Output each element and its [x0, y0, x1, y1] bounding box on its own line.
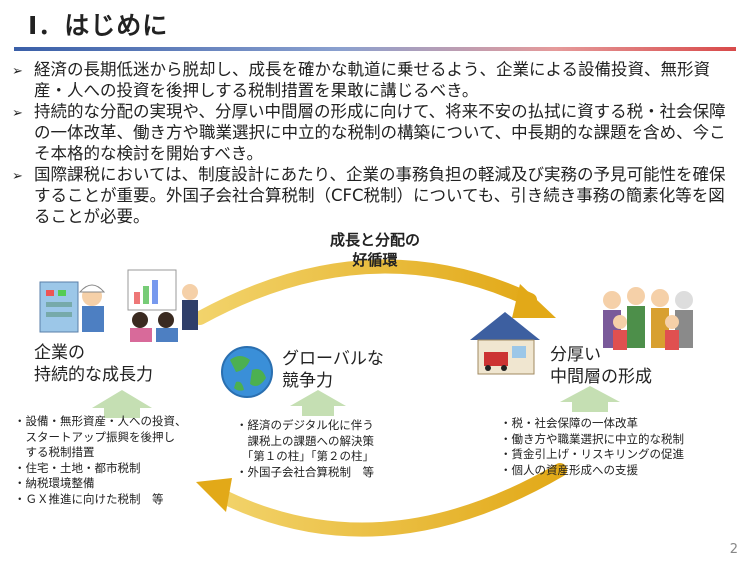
bullet-list: ➢ 経済の長期低迷から脱却し、成長を確かな軌道に乗せるよう、企業による設備投資、…: [12, 59, 740, 227]
right-up-arrow: [560, 386, 620, 412]
list-item: ・外国子会社合算税制 等: [236, 464, 374, 479]
title-rule: [14, 47, 736, 51]
arrow-bullet-icon: ➢: [12, 169, 23, 184]
list-item: ・個人の資産形成への支援: [500, 462, 638, 477]
bottom-arrow-head: [196, 478, 232, 512]
list-item: スタートアップ振興を後押し: [14, 429, 175, 444]
label-line: 持続的な成長力: [34, 365, 153, 385]
top-arrow-head: [512, 284, 556, 318]
meeting-illustration: [127, 269, 198, 342]
label-line: 競争力: [282, 371, 333, 391]
arrow-bullet-icon: ➢: [12, 64, 23, 79]
bottom-cycle-arrow: [213, 463, 567, 537]
label-line: 中間層の形成: [550, 367, 652, 387]
factory-workers-illustration: [39, 281, 106, 333]
center-node-label: グローバルな 競争力: [282, 348, 384, 392]
page-title: Ⅰ．はじめに: [28, 11, 169, 40]
label-line: グローバルな: [282, 349, 384, 369]
arrow-bullet-icon: ➢: [12, 106, 23, 121]
label-line: 分厚い: [550, 345, 601, 365]
house-illustration: [470, 312, 540, 375]
cycle-title-line: 成長と分配の: [329, 231, 420, 249]
list-item: ・納税環境整備: [14, 476, 95, 490]
list-item: する税制措置: [14, 445, 95, 459]
family-illustration: [603, 287, 693, 350]
center-up-arrow: [290, 390, 346, 416]
list-item: ・住宅・土地・都市税制: [14, 460, 141, 475]
bullet-item: ➢ 持続的な分配の実現や、分厚い中間層の形成に向けて、将来不安の払拭に資する税・…: [12, 101, 740, 164]
bullet-item: ➢ 経済の長期低迷から脱却し、成長を確かな軌道に乗せるよう、企業による設備投資、…: [12, 59, 740, 101]
globe-illustration: [221, 346, 273, 398]
left-node-label: 企業の 持続的な成長力: [34, 342, 153, 386]
cycle-title-line: 好循環: [352, 251, 398, 269]
label-line: 企業の: [34, 343, 85, 363]
list-item: 「第１の柱」「第２の柱」: [236, 449, 374, 463]
top-cycle-arrow: [193, 259, 537, 325]
bullet-text: 国際課税においては、制度設計にあたり、企業の事務負担の軽減及び実務の予見可能性を…: [34, 165, 726, 226]
list-item: ・税・社会保障の一体改革: [500, 416, 638, 430]
list-item: ・設備・無形資産・人への投資、: [14, 414, 187, 428]
left-up-arrow: [92, 390, 152, 418]
right-measure-list: ・税・社会保障の一体改革 ・働き方や職業選択に中立的な税制 ・賃金引上げ・リスキ…: [500, 416, 684, 478]
list-item: ・賃金引上げ・リスキリングの促進: [500, 447, 684, 461]
bullet-text: 持続的な分配の実現や、分厚い中間層の形成に向けて、将来不安の払拭に資する税・社会…: [34, 102, 726, 163]
list-item: ・働き方や職業選択に中立的な税制: [500, 431, 684, 446]
left-measure-list: ・設備・無形資産・人への投資、 スタートアップ振興を後押し する税制措置 ・住宅…: [14, 414, 187, 507]
bullet-text: 経済の長期低迷から脱却し、成長を確かな軌道に乗せるよう、企業による設備投資、無形…: [34, 60, 711, 100]
center-measure-list: ・経済のデジタル化に伴う 課税上の課題への解決策 「第１の柱」「第２の柱」 ・外…: [236, 418, 374, 480]
list-item: ・ＧＸ推進に向けた税制 等: [14, 491, 164, 506]
page-number: 2: [729, 542, 738, 557]
bullet-item: ➢ 国際課税においては、制度設計にあたり、企業の事務負担の軽減及び実務の予見可能…: [12, 164, 740, 227]
right-node-label: 分厚い 中間層の形成: [550, 344, 652, 388]
cycle-title: 成長と分配の 好循環: [300, 230, 450, 270]
list-item: ・経済のデジタル化に伴う: [236, 418, 374, 432]
list-item: 課税上の課題への解決策: [236, 433, 374, 448]
